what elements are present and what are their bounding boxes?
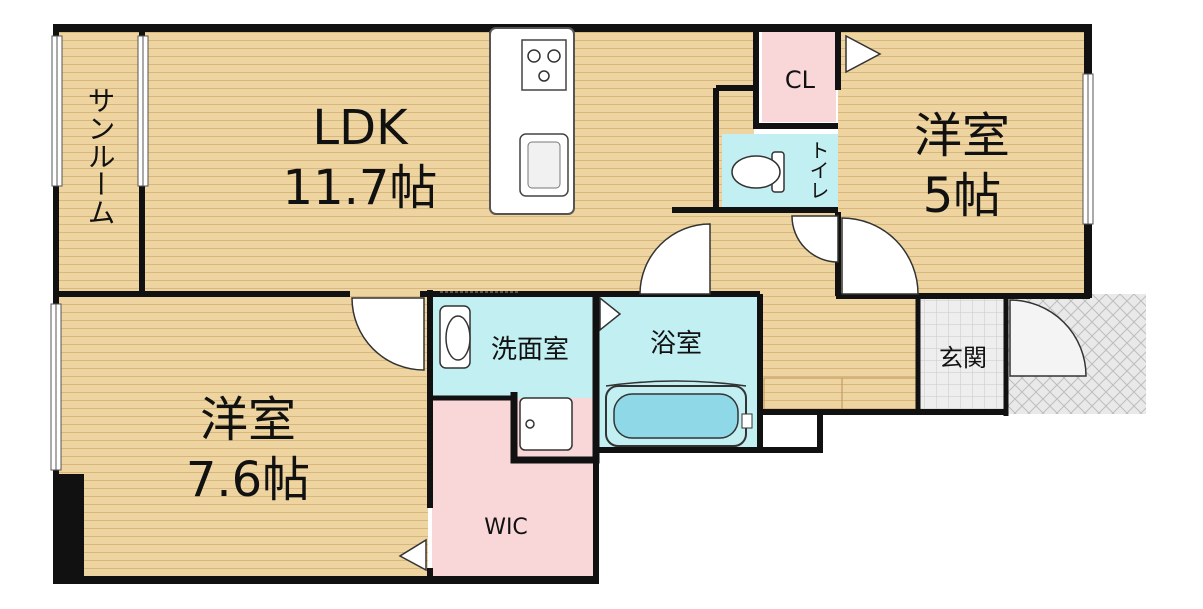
ldk-floor <box>142 28 754 294</box>
ldk-size: 11.7帖 <box>283 160 438 216</box>
western-7-size: 7.6帖 <box>186 452 310 508</box>
sunroom-windows <box>51 35 149 187</box>
western-7-window <box>50 303 62 471</box>
entrance-name: 玄関 <box>939 344 987 372</box>
cl-floor <box>762 28 836 122</box>
toilet-fixture <box>731 151 785 193</box>
kitchen-counter <box>489 27 575 215</box>
sunroom-name: サンルーム <box>84 86 117 226</box>
sliding-markers <box>398 34 882 572</box>
sunroom-floor <box>58 28 142 294</box>
toilet-name: トイレ <box>806 140 830 200</box>
step-board <box>763 377 919 411</box>
ldk-name: LDK <box>312 100 409 156</box>
western-5-size: 5帖 <box>923 168 1002 224</box>
column <box>54 474 84 584</box>
bathtub <box>605 380 753 447</box>
washer-pan <box>519 397 573 451</box>
entrance-floor <box>920 296 1006 414</box>
western-7-name: 洋室 <box>200 392 296 448</box>
doors <box>351 215 1087 377</box>
western-5-name: 洋室 <box>914 108 1010 164</box>
wic-name: WIC <box>484 515 528 540</box>
wash-basin <box>439 305 471 369</box>
washroom-name: 洗面室 <box>491 335 569 365</box>
bath-name: 浴室 <box>650 329 702 359</box>
western-5-window <box>1082 73 1094 225</box>
cl-name: CL <box>785 66 816 94</box>
